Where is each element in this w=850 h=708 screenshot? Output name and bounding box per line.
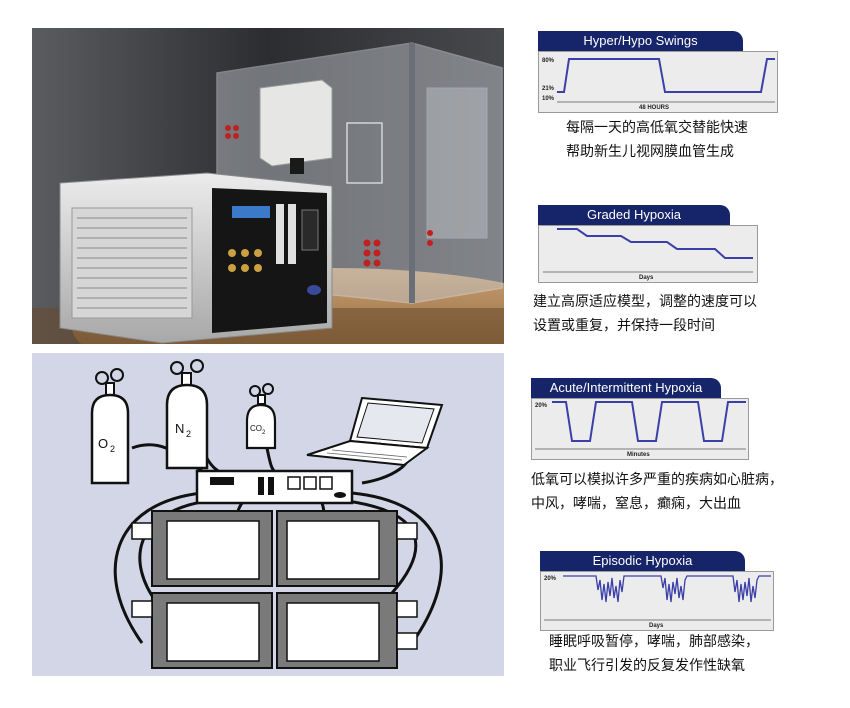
co2-label: CO — [250, 424, 262, 433]
caption-line: 帮助新生儿视网膜血管生成 — [566, 144, 734, 160]
caption-line: 低氧可以模拟许多严重的疾病如心脏病， — [531, 472, 783, 488]
x-axis-label: Minutes — [627, 452, 650, 458]
o2-sub: 2 — [110, 444, 115, 454]
controller-unit — [195, 469, 354, 505]
chart-plot: Days — [538, 225, 758, 283]
ytick-bot: 10% — [542, 96, 555, 102]
series-line — [552, 401, 746, 442]
co2-sub: 2 — [262, 430, 266, 436]
x-axis-label: 48 HOURS — [639, 105, 669, 111]
o2-cylinder — [90, 368, 130, 485]
n2-cylinder — [165, 359, 209, 470]
caption-line: 中风，哮喘，窒息，癫痫，大出血 — [531, 496, 741, 512]
ytick-top: 20% — [544, 576, 557, 582]
caption-line: 设置或重复，并保持一段时间 — [533, 318, 715, 334]
chart-plot: 80% 21% 10% 48 HOURS — [538, 51, 778, 113]
caption-line: 每隔一天的高低氧交替能快速 — [566, 120, 748, 136]
series-line — [557, 228, 753, 259]
chart-panel-graded: Graded Hypoxia Days — [538, 205, 760, 283]
n2-sub: 2 — [186, 429, 191, 439]
x-axis-label: Days — [639, 275, 654, 281]
caption-acute: 低氧可以模拟许多严重的疾病如心脏病， 中风，哮喘，窒息，癫痫，大出血 — [531, 468, 783, 516]
chart-title: Graded Hypoxia — [538, 205, 730, 225]
chart-panel-hyper-hypo: Hyper/Hypo Swings 80% 21% 10% 48 HOURS — [538, 31, 780, 113]
chart-plot: 20% Minutes — [531, 398, 749, 460]
co2-cylinder — [245, 383, 277, 450]
chamber-bottom-right — [276, 592, 418, 669]
laptop-icon — [306, 396, 444, 467]
gas-system-diagram: O 2 N 2 CO 2 — [32, 353, 504, 676]
ytick-top: 20% — [535, 403, 548, 409]
chamber-photo-illustration — [32, 28, 504, 344]
ytick-top: 80% — [542, 58, 555, 64]
n2-label: N — [175, 421, 184, 436]
chart-panel-episodic: Episodic Hypoxia 20% Days — [540, 551, 776, 631]
caption-line: 职业飞行引发的反复发作性缺氧 — [549, 658, 745, 674]
chart-title: Episodic Hypoxia — [540, 551, 745, 571]
ytick-mid: 21% — [542, 86, 555, 92]
chart-title: Acute/Intermittent Hypoxia — [531, 378, 721, 398]
chart-title: Hyper/Hypo Swings — [538, 31, 743, 51]
chart-panel-acute: Acute/Intermittent Hypoxia 20% Minutes — [531, 378, 751, 460]
caption-graded: 建立高原适应模型，调整的速度可以 设置或重复，并保持一段时间 — [533, 290, 757, 338]
chamber-top-right — [276, 510, 418, 587]
caption-episodic: 睡眠呼吸暂停，哮喘，肺部感染， 职业飞行引发的反复发作性缺氧 — [549, 630, 759, 678]
chamber-top-left — [131, 510, 273, 587]
caption-line: 睡眠呼吸暂停，哮喘，肺部感染， — [549, 634, 759, 650]
caption-hyper-hypo: 每隔一天的高低氧交替能快速 帮助新生儿视网膜血管生成 — [566, 116, 748, 164]
o2-label: O — [98, 436, 108, 451]
x-axis-label: Days — [649, 623, 664, 629]
chart-plot: 20% Days — [540, 571, 774, 631]
series-line — [563, 575, 771, 603]
gas-system-illustration: O 2 N 2 CO 2 — [32, 353, 504, 676]
series-line — [557, 58, 775, 93]
chamber-photo — [32, 28, 504, 344]
chamber-bottom-left — [131, 592, 273, 669]
caption-line: 建立高原适应模型，调整的速度可以 — [533, 294, 757, 310]
